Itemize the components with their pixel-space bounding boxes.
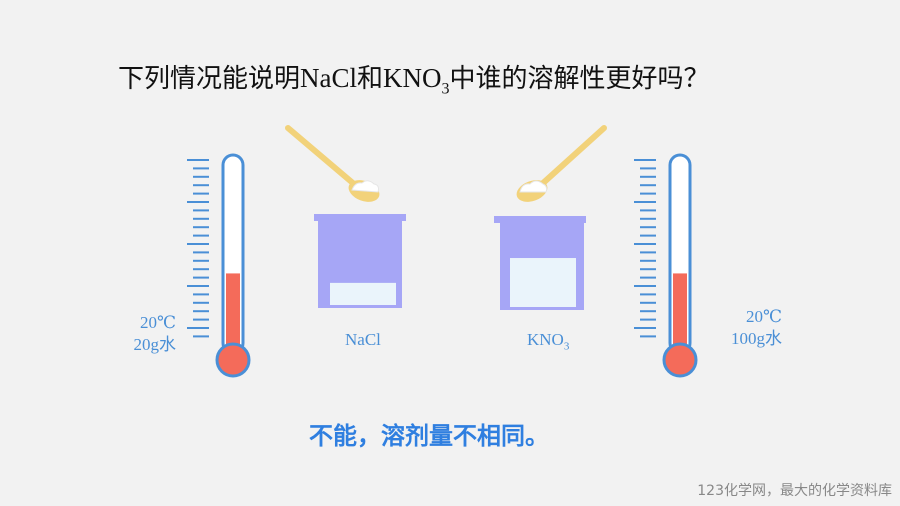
left-beaker-label: NaCl: [345, 330, 381, 349]
left-beaker: [314, 214, 406, 308]
right-condition: 20℃ 100g水: [706, 306, 782, 350]
right-beaker-label-base: KNO: [527, 330, 564, 349]
question-chem-nacl: NaCl: [300, 63, 358, 93]
left-water: 20g水: [133, 335, 177, 354]
question-mid: 和: [357, 64, 384, 94]
question-chem-kno3: KNO3: [383, 63, 450, 97]
left-temp: 20℃: [139, 313, 176, 332]
right-temp: 20℃: [745, 307, 782, 326]
right-water: 100g水: [731, 329, 782, 348]
question-prefix: 下列情况能说明: [118, 64, 301, 94]
left-spoon-icon: [285, 125, 380, 202]
left-thermometer: [215, 153, 251, 378]
right-scale-ticks: [634, 159, 656, 338]
question-title: 下列情况能说明NaCl和KNO3中谁的溶解性更好吗？: [118, 58, 710, 98]
question-chem-kno3-base: KNO: [383, 63, 442, 93]
answer-text: 不能，溶剂量不相同。: [309, 422, 549, 450]
right-beaker-label: KNO3: [527, 330, 569, 352]
question-suffix: 中谁的溶解性更好吗？: [449, 64, 710, 94]
right-spoon-icon: [516, 125, 607, 202]
right-thermometer: [662, 153, 698, 378]
question-chem-kno3-sub: 3: [441, 80, 450, 98]
right-beaker-label-sub: 3: [563, 340, 570, 353]
left-condition: 20℃ 20g水: [118, 312, 177, 356]
left-scale-ticks: [187, 159, 209, 338]
right-beaker: [494, 216, 586, 310]
footer-watermark: 123化学网，最大的化学资料库: [697, 483, 892, 499]
